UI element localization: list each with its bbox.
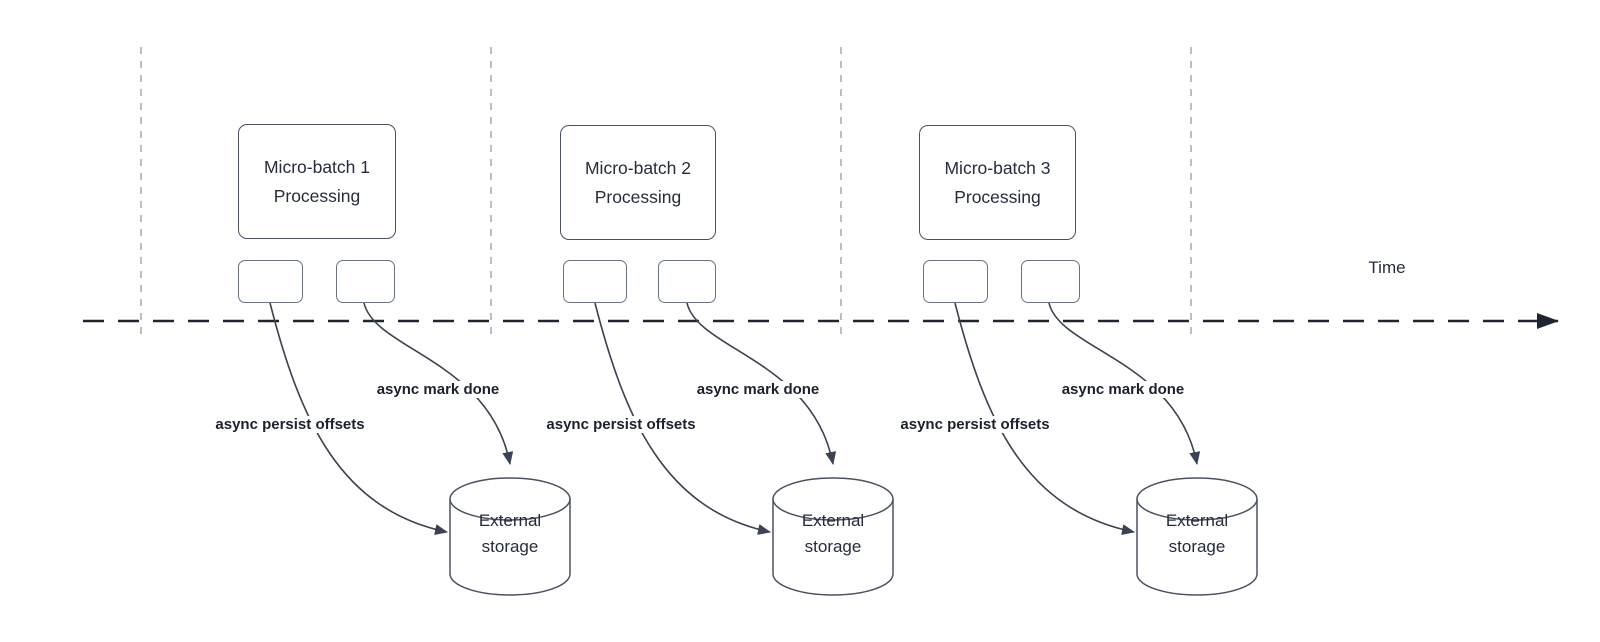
async-persist-offsets-arrow-2 <box>594 302 771 535</box>
micro-batch-2-box: Micro-batch 2 Processing <box>560 125 716 240</box>
cylinder-top <box>1136 477 1258 521</box>
async-persist-offsets-label-1: async persist offsets <box>212 416 368 433</box>
cylinder-body <box>1136 499 1258 596</box>
external-storage-cylinder-3 <box>1136 477 1258 596</box>
async-persist-offsets-label-3: async persist offsets <box>897 416 1053 433</box>
external-storage-cylinder-2 <box>772 477 894 596</box>
async-mark-done-arrow-1 <box>363 302 514 465</box>
persist-offsets-task-box-2 <box>563 260 627 303</box>
cylinder-top <box>772 477 894 521</box>
async-mark-done-arrow-2 <box>686 302 837 465</box>
async-persist-offsets-arrow-3 <box>954 302 1135 536</box>
micro-batch-3-box: Micro-batch 3 Processing <box>919 125 1076 240</box>
micro-batch-3-label: Micro-batch 3 Processing <box>944 157 1051 207</box>
mark-done-task-box-2 <box>658 260 716 303</box>
mark-done-task-box-3 <box>1021 260 1080 303</box>
time-axis-label: Time <box>1368 258 1406 277</box>
external-storage-label-1: External storage <box>478 511 542 556</box>
async-persist-offsets-label-2: async persist offsets <box>543 416 699 433</box>
cylinder-top <box>449 477 571 521</box>
async-mark-done-label-2: async mark done <box>693 381 823 398</box>
micro-batch-2-label: Micro-batch 2 Processing <box>584 157 691 207</box>
external-storage-label-2: External storage <box>801 511 865 556</box>
async-persist-offsets-arrow-1 <box>269 302 448 535</box>
external-storage-label-3: External storage <box>1165 511 1229 556</box>
async-mark-done-label-3: async mark done <box>1058 381 1188 398</box>
cylinder-body <box>449 499 571 596</box>
micro-batch-1-box: Micro-batch 1 Processing <box>238 124 396 239</box>
async-mark-done-arrow-3 <box>1048 302 1201 465</box>
external-storage-cylinder-1 <box>449 477 571 596</box>
cylinder-body <box>772 499 894 596</box>
mark-done-task-box-1 <box>336 260 395 303</box>
persist-offsets-task-box-3 <box>923 260 988 303</box>
async-mark-done-label-1: async mark done <box>373 381 503 398</box>
micro-batch-1-label: Micro-batch 1 Processing <box>263 156 370 206</box>
persist-offsets-task-box-1 <box>238 260 303 303</box>
